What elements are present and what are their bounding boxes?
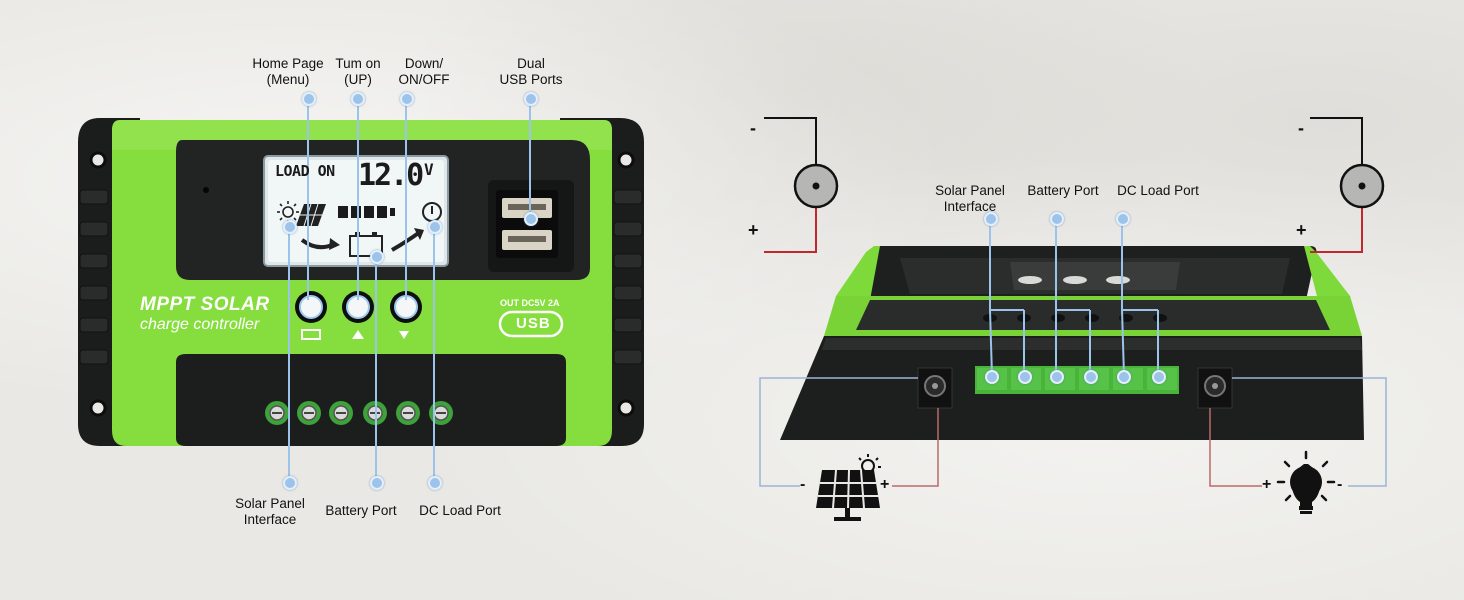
front-callout-lines: [288, 98, 531, 482]
callout-dc-load-side: DC Load Port: [1117, 183, 1199, 198]
battery-symbol-left: [764, 117, 839, 253]
callout-dot: [1084, 370, 1098, 384]
callout-home-page: Home Page (Menu): [252, 56, 324, 87]
brand-title: MPPT SOLAR: [140, 294, 270, 315]
callout-dot: [524, 92, 538, 106]
callout-turn-on: Tum on (UP): [335, 56, 381, 87]
callout-battery-port-front: Battery Port: [325, 503, 397, 518]
callout-dot: [984, 212, 998, 226]
callout-dot: [1117, 370, 1131, 384]
callout-dot: [428, 220, 442, 234]
controller-front-view: [78, 118, 644, 446]
battery-symbol-right: [1310, 117, 1385, 253]
load-minus: -: [1337, 476, 1343, 493]
callout-dot: [302, 92, 316, 106]
side-callout-lines: [989, 218, 1159, 377]
callout-dot: [428, 476, 442, 490]
callout-dual-usb: Dual USB Ports: [499, 56, 563, 87]
battery-right-minus: -: [1298, 118, 1304, 138]
brand-subtitle: charge controller: [140, 316, 260, 333]
lcd-voltage: 12.0: [358, 158, 424, 193]
load-plus: +: [1262, 476, 1272, 493]
callout-dot: [283, 220, 297, 234]
callout-dc-load-front: DC Load Port: [419, 503, 501, 518]
battery-right-plus: +: [1296, 220, 1307, 240]
lcd-unit: V: [424, 160, 434, 179]
usb-logo: USB: [516, 315, 551, 332]
callout-down-onoff: Down/ ON/OFF: [398, 56, 450, 87]
callout-dot: [1116, 212, 1130, 226]
callout-dot: [400, 92, 414, 106]
solar-panel-icon: [816, 454, 881, 521]
solar-minus: -: [800, 476, 806, 493]
callout-dot: [1018, 370, 1032, 384]
callout-dot: [370, 250, 384, 264]
solar-plus: +: [880, 476, 890, 493]
callout-dot: [283, 476, 297, 490]
usb-spec-label: OUT DC5V 2A: [500, 298, 560, 308]
callout-dot: [985, 370, 999, 384]
callout-dot: [1050, 370, 1064, 384]
callout-dot: [1050, 212, 1064, 226]
callout-dot: [351, 92, 365, 106]
callout-solar-panel-side: Solar Panel Interface: [935, 183, 1005, 214]
callout-dot: [524, 212, 538, 226]
controller-side-view: [780, 246, 1364, 440]
callout-dot: [1152, 370, 1166, 384]
callout-battery-port-side: Battery Port: [1027, 183, 1099, 198]
light-bulb-icon: [1276, 450, 1336, 514]
external-wiring: [759, 377, 1387, 487]
battery-left-minus: -: [750, 118, 756, 138]
callout-dot: [370, 476, 384, 490]
battery-left-plus: +: [748, 220, 759, 240]
lcd-load-label: LOAD ON: [275, 162, 335, 180]
callout-solar-panel-front: Solar Panel Interface: [235, 496, 305, 527]
